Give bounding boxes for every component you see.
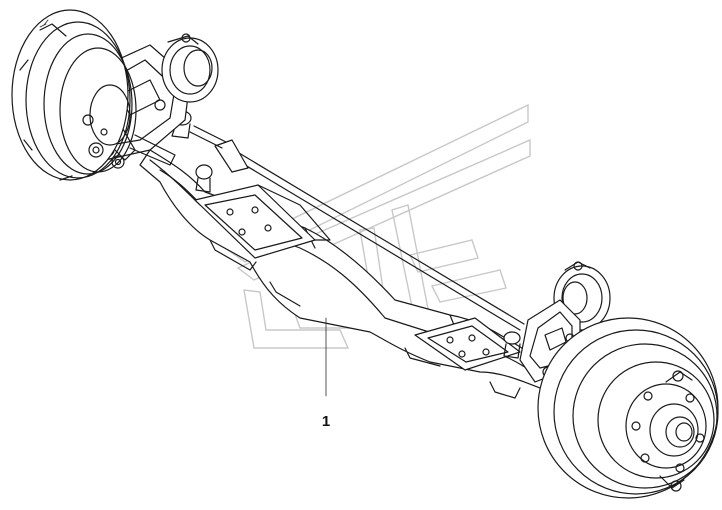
brake-drum-right [537, 317, 719, 499]
brake-drum-left [11, 9, 137, 181]
spring-pad-right [414, 317, 521, 371]
spring-pad-left [194, 184, 331, 259]
brake-chamber-left [161, 33, 219, 103]
callout-1: 1 [322, 317, 330, 430]
callout-label: 1 [322, 413, 330, 430]
tie-rod [189, 125, 525, 331]
